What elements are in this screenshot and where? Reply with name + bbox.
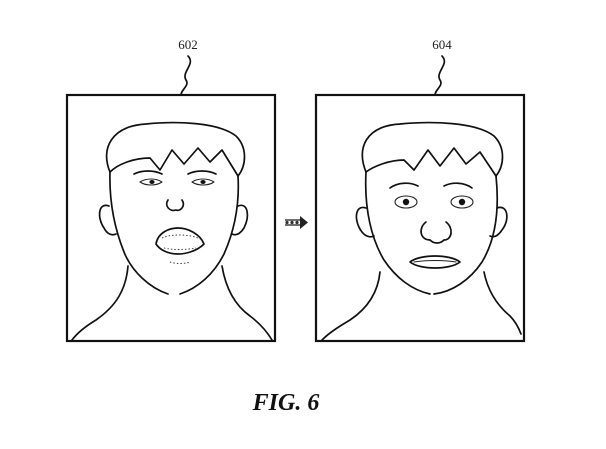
hairline-zigzag <box>365 147 497 177</box>
ref-label-602: 602 <box>178 37 198 52</box>
neck-right <box>483 271 522 335</box>
leader-line-604 <box>434 55 446 97</box>
panel-604: 604 <box>314 37 526 343</box>
lip-line <box>413 259 457 263</box>
neck-left <box>321 271 381 341</box>
neck-left <box>71 265 129 341</box>
arrow-dot <box>285 220 289 225</box>
right-ear <box>231 204 249 236</box>
head-right-side <box>179 175 240 295</box>
leader-line-602 <box>180 55 192 97</box>
left-ear <box>98 204 117 236</box>
chin-crease <box>169 261 191 264</box>
left-eye <box>394 195 418 209</box>
right-eyebrow <box>443 182 473 189</box>
left-ear <box>355 206 375 238</box>
teeth-upper <box>161 234 199 239</box>
nose <box>420 221 452 244</box>
right-ear <box>489 206 508 238</box>
image-frame-604 <box>314 93 526 343</box>
smiling-face <box>321 121 522 341</box>
left-eyebrow <box>133 170 163 175</box>
figure-caption: FIG. 6 <box>252 390 320 416</box>
head-left-side <box>109 171 169 295</box>
right-pupil <box>200 180 206 184</box>
teeth-lower <box>163 247 197 250</box>
head-right-side <box>433 175 499 295</box>
arrow-dot <box>295 220 299 225</box>
arrow-head <box>300 216 308 229</box>
left-eye <box>139 178 163 186</box>
neck-right <box>221 265 273 341</box>
open-mouth-face <box>71 121 273 341</box>
image-frame-602 <box>65 93 277 343</box>
left-pupil <box>149 180 155 184</box>
head-left-side <box>364 171 431 295</box>
right-eye <box>191 178 215 186</box>
ref-label-604: 604 <box>432 37 452 52</box>
hairline-zigzag <box>109 147 239 177</box>
open-mouth <box>155 227 205 255</box>
arrow-dot <box>290 220 294 225</box>
nose <box>165 199 185 212</box>
right-pupil <box>458 198 466 206</box>
hair-outline <box>105 121 246 177</box>
panel-602: 602 <box>65 37 277 343</box>
right-eye <box>450 195 474 209</box>
hair-outline <box>361 121 504 177</box>
smiling-mouth <box>409 255 461 269</box>
dotted-arrow <box>285 216 308 229</box>
left-pupil <box>402 198 410 206</box>
left-eyebrow <box>389 182 419 189</box>
right-eyebrow <box>187 170 217 175</box>
